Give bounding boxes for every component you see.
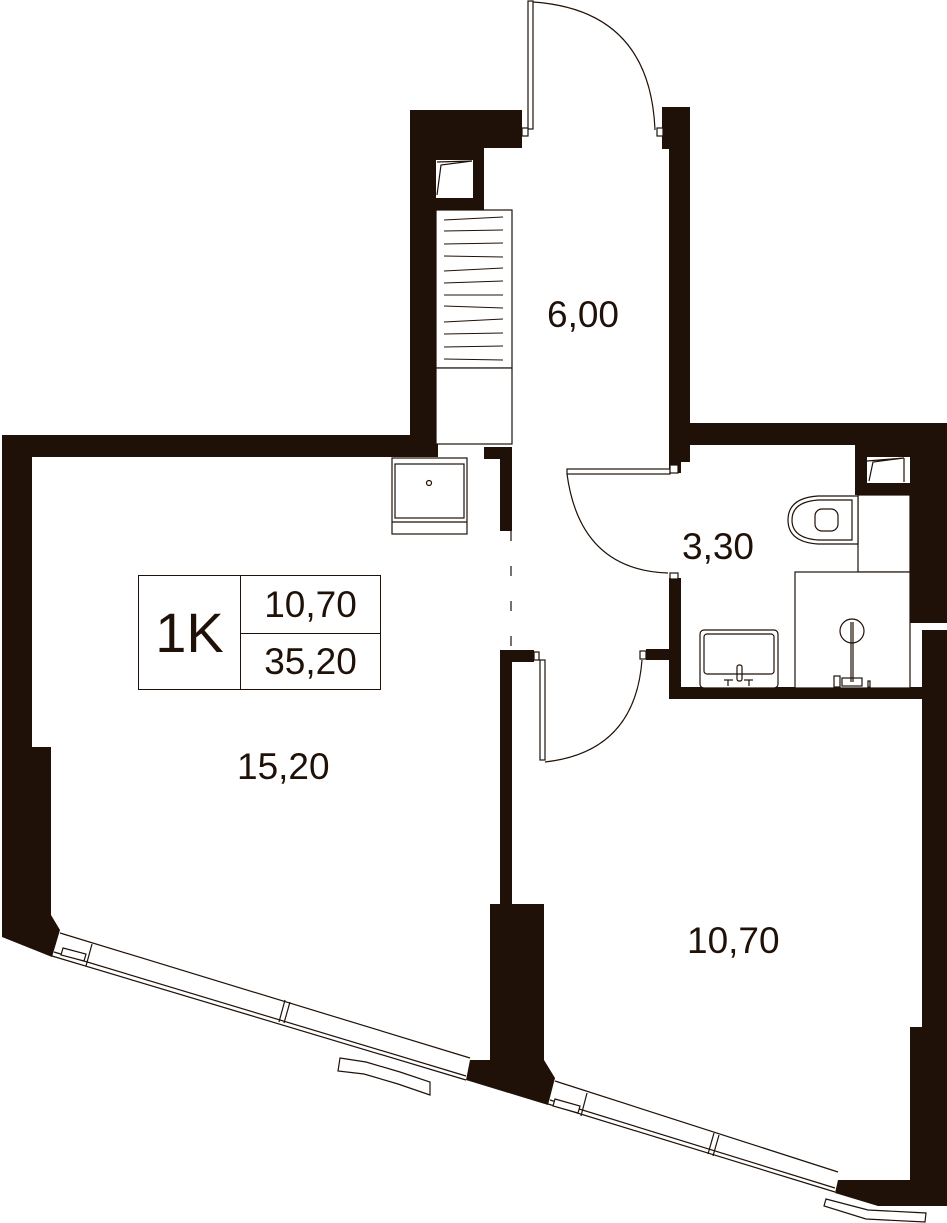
apartment-summary: 1K 10,70 35,20 [138,575,381,690]
total-area: 35,20 [264,641,357,682]
living-area: 10,70 [241,576,380,634]
room-area-hallway: 6,00 [547,294,620,335]
room-area-kitchen-living: 15,20 [237,746,330,787]
apartment-type: 1K [139,576,241,689]
doors [510,0,679,763]
room-area-bathroom: 3,30 [682,526,755,567]
fixtures [391,160,911,689]
walls [2,107,947,1206]
room-area-bedroom: 10,70 [687,920,780,961]
windows [51,932,927,1223]
